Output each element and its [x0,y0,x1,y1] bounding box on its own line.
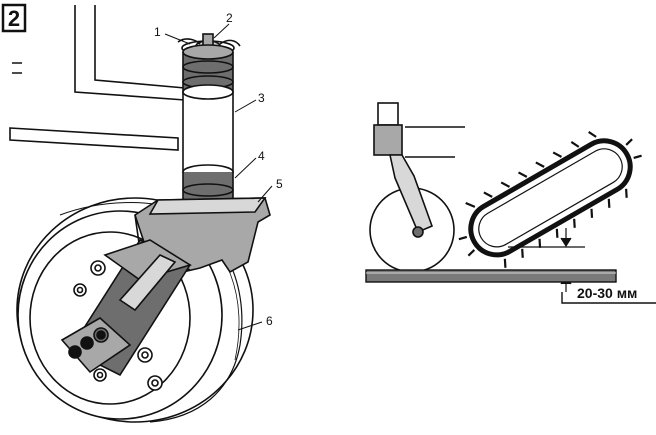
housing [182,84,234,180]
axle-arm [60,238,192,377]
callout-leaders [164,23,273,331]
caster-wheel-assembly [9,5,271,423]
ground-surface [365,269,617,283]
upper-bushing [182,44,234,93]
callout-6: 6 [266,314,273,328]
figure-number: 2 [8,6,20,31]
callout-4: 4 [258,149,265,163]
hub-bolts [73,260,163,391]
callout-1: 1 [154,25,161,39]
callout-5: 5 [276,177,283,191]
callout-labels: 1 2 3 4 5 6 [154,11,283,328]
side-frame [373,102,465,158]
conveyor-belt [458,131,642,268]
callout-3: 3 [258,91,265,105]
clearance-label: 20-30 мм [577,285,637,301]
side-view [365,102,656,304]
clearance-label-box [561,292,656,304]
figure-number-badge: 2 [1,3,27,33]
side-caster-wheel [369,154,455,273]
machine-frame [9,5,186,151]
callout-2: 2 [226,11,233,25]
